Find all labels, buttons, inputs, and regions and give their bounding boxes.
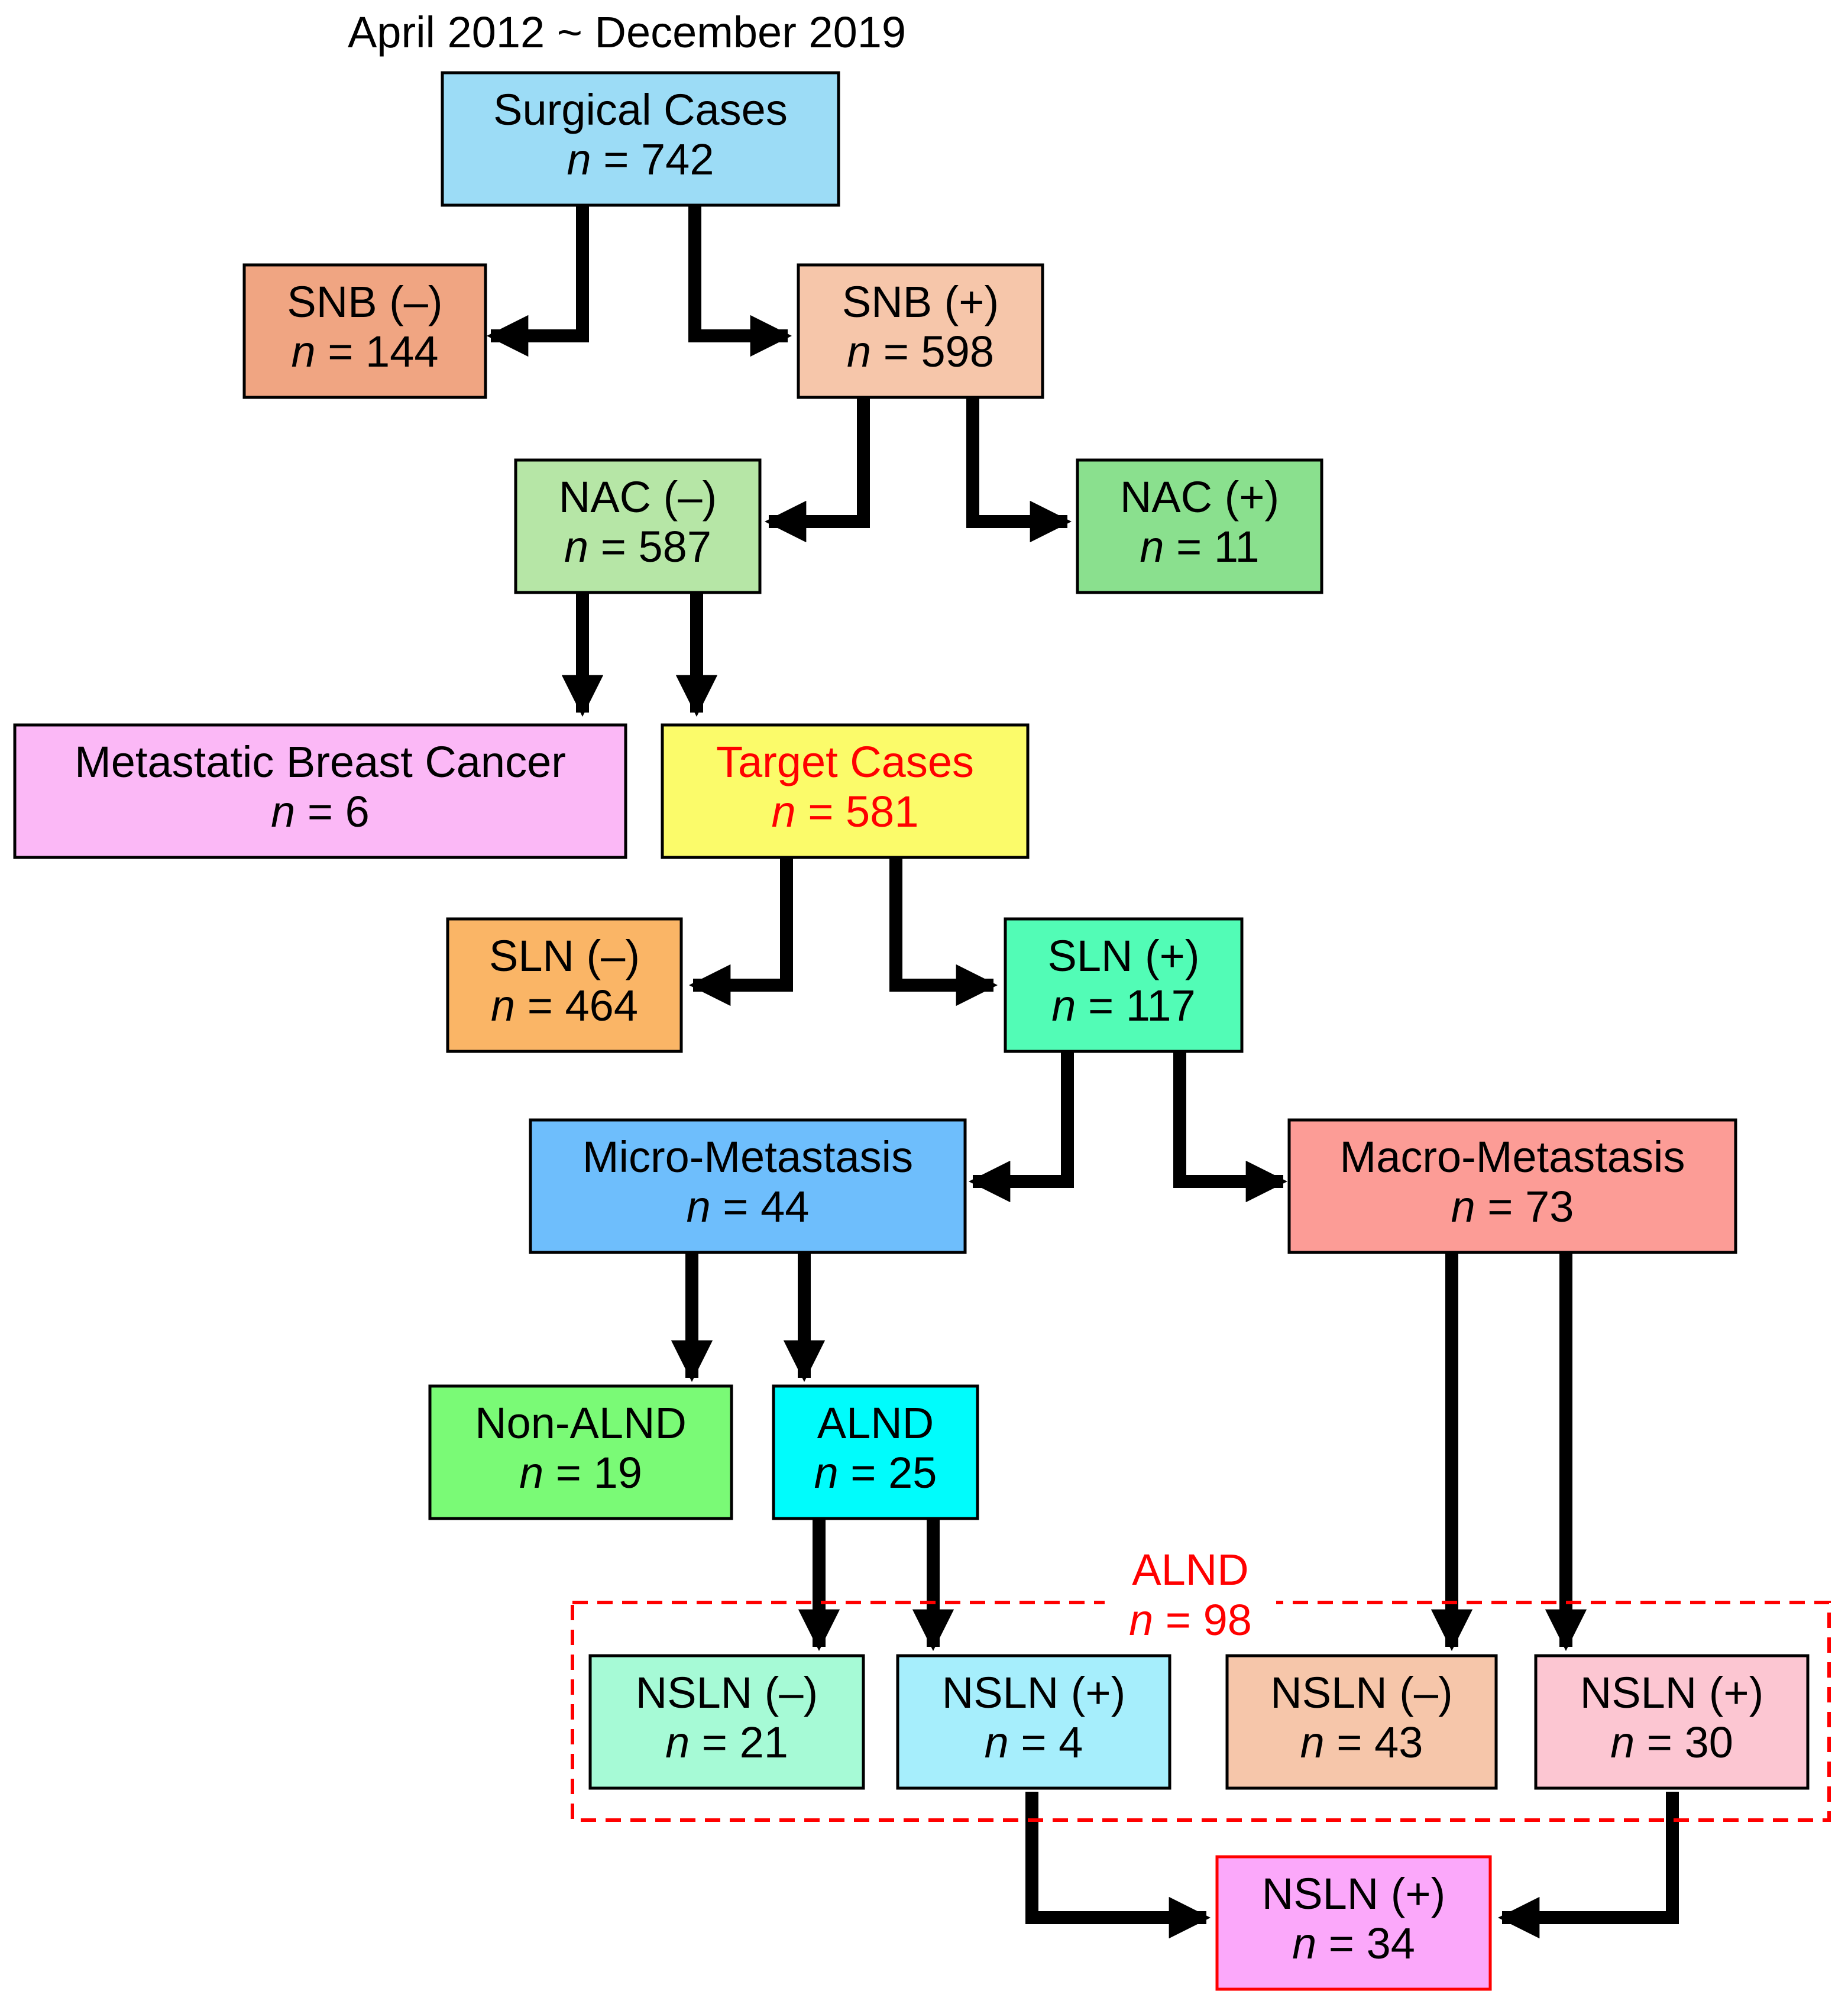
box-nsln-pos-1-count: n = 4 [985,1718,1083,1767]
box-sln-neg: SLN (–)n = 464 [446,917,683,1053]
box-alnd-title: ALND [817,1398,934,1448]
box-nac-neg: NAC (–)n = 587 [514,458,762,594]
box-target-title: Target Cases [716,737,974,786]
arrow-sln-pos-to-micro [968,1053,1074,1203]
arrow-target-to-sln-pos [889,857,998,1006]
box-snb-pos-count: n = 598 [847,327,994,376]
box-nsln-pos-2-title: NSLN (+) [1580,1668,1763,1717]
box-nsln-total: NSLN (+)n = 34 [1215,1855,1492,1991]
box-sln-neg-count: n = 464 [491,981,638,1030]
box-nsln-neg-1-title: NSLN (–) [636,1668,818,1717]
box-snb-pos-frame [797,263,1044,399]
box-nsln-neg-1-frame [588,1654,865,1790]
box-nsln-neg-2-title: NSLN (–) [1270,1668,1452,1717]
box-snb-neg-frame [242,263,487,399]
arrow-snb-pos-to-nac-neg [764,396,870,543]
arrow-surgical-to-snb-pos [688,204,792,357]
box-snb-neg-count: n = 144 [292,327,439,376]
box-alnd-count: n = 25 [814,1448,937,1497]
box-metastatic-frame [13,723,627,859]
box-nsln-pos-1-frame [896,1654,1171,1790]
box-nsln-neg-1: NSLN (–)n = 21 [588,1654,865,1790]
box-sln-pos: SLN (+)n = 117 [1004,917,1244,1053]
box-metastatic-title: Metastatic Breast Cancer [75,737,566,786]
box-macro-title: Macro-Metastasis [1340,1132,1685,1181]
box-nsln-neg-2-count: n = 43 [1300,1718,1423,1767]
arrow-nsln-pos-2-to-total [1497,1792,1679,1939]
box-metastatic-count: n = 6 [271,787,370,836]
box-nsln-neg-1-count: n = 21 [665,1718,788,1767]
box-nac-neg-frame [514,458,762,594]
box-non-alnd-frame [428,1384,733,1520]
alnd-group-count: n = 98 [1129,1595,1252,1644]
box-nac-neg-count: n = 587 [564,522,711,571]
box-surgical-title: Surgical Cases [493,85,788,134]
box-nsln-total-count: n = 34 [1292,1919,1415,1968]
box-nsln-pos-2: NSLN (+)n = 30 [1534,1654,1810,1790]
arrow-nsln-pos-1-to-total [1025,1792,1211,1939]
box-nac-pos: NAC (+)n = 11 [1076,458,1323,594]
box-alnd-frame [772,1384,979,1520]
box-nsln-neg-2: NSLN (–)n = 43 [1225,1654,1498,1790]
box-target-count: n = 581 [772,787,919,836]
box-nac-neg-title: NAC (–) [559,472,717,522]
alnd-group-label-bg [1105,1542,1276,1649]
box-target-frame [661,723,1030,859]
box-non-alnd-title: Non-ALND [475,1398,687,1448]
arrow-target-to-sln-neg [688,857,793,1006]
box-nsln-pos-2-frame [1534,1654,1810,1790]
box-snb-pos: SNB (+)n = 598 [797,263,1044,399]
box-micro-count: n = 44 [687,1182,810,1231]
box-sln-pos-count: n = 117 [1051,981,1195,1030]
box-snb-neg-title: SNB (–) [287,277,442,326]
box-snb-pos-title: SNB (+) [842,277,999,326]
period-label: April 2012 ~ December 2019 [348,8,906,57]
box-nac-pos-title: NAC (+) [1120,472,1279,522]
box-micro-title: Micro-Metastasis [582,1132,913,1181]
box-sln-pos-frame [1004,917,1244,1053]
box-surgical-frame [441,71,840,207]
box-nsln-total-title: NSLN (+) [1262,1869,1445,1918]
box-snb-neg: SNB (–)n = 144 [242,263,487,399]
arrow-sln-pos-to-macro [1173,1053,1288,1203]
box-nac-pos-frame [1076,458,1323,594]
box-micro-frame [529,1118,967,1254]
box-macro-frame [1287,1118,1737,1254]
box-nsln-pos-1: NSLN (+)n = 4 [896,1654,1171,1790]
box-sln-neg-title: SLN (–) [489,931,640,980]
box-sln-pos-title: SLN (+) [1047,931,1199,980]
box-non-alnd-count: n = 19 [519,1448,642,1497]
box-sln-neg-frame [446,917,683,1053]
arrow-snb-pos-to-nac-pos [966,396,1072,543]
box-nac-pos-count: n = 11 [1140,522,1259,571]
box-nsln-total-frame [1215,1855,1492,1991]
alnd-group-title: ALND [1132,1545,1248,1594]
arrows [486,204,1679,1939]
box-nsln-neg-2-frame [1225,1654,1498,1790]
arrow-surgical-to-snb-neg [486,204,589,357]
box-macro-count: n = 73 [1451,1182,1574,1231]
box-surgical-count: n = 742 [567,135,714,184]
box-nsln-pos-2-count: n = 30 [1610,1718,1733,1767]
box-nsln-pos-1-title: NSLN (+) [942,1668,1125,1717]
